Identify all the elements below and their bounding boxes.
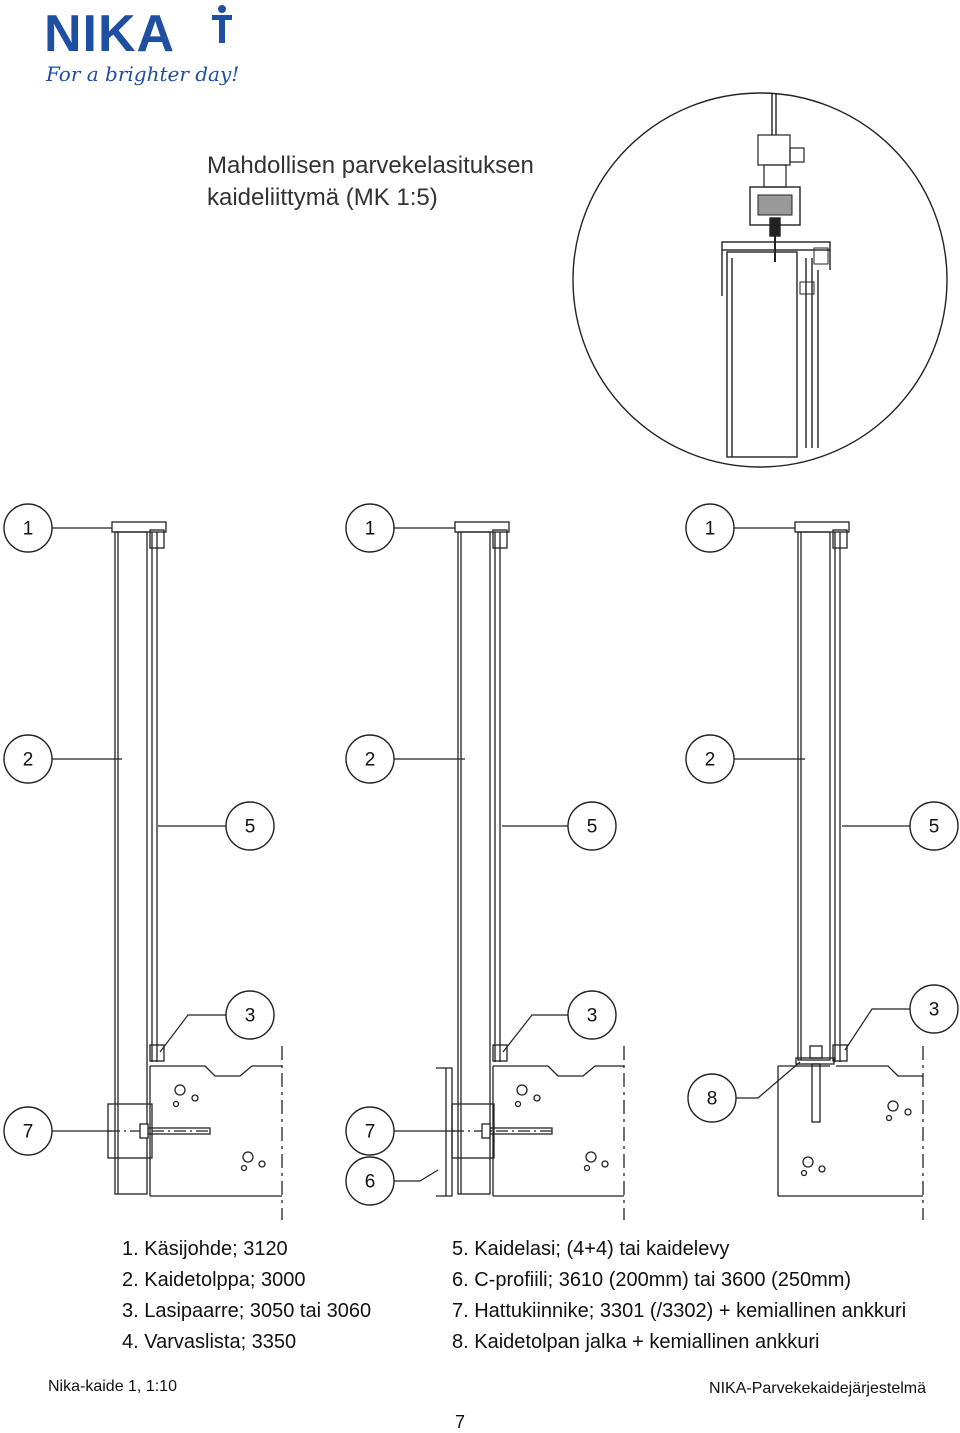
callout-label-3: 3 [929, 1000, 940, 1021]
callout-label-3: 3 [245, 1006, 256, 1027]
legend-item: 1. Käsijohde; 3120 [122, 1238, 288, 1260]
callout-label-1: 1 [705, 519, 716, 540]
title-line-2: kaideliittymä (MK 1:5) [207, 184, 438, 211]
page-number: 7 [455, 1412, 466, 1432]
callout-label-5: 5 [245, 817, 256, 838]
logo-figure-icon [212, 5, 232, 43]
callout-label-2: 2 [705, 750, 716, 771]
logo-tagline: For a brighter day! [46, 62, 240, 86]
callout-label-5: 5 [587, 817, 598, 838]
legend-item: 4. Varvaslista; 3350 [122, 1331, 297, 1353]
detail-circle [572, 92, 948, 468]
callout-label-3: 3 [587, 1006, 598, 1027]
section-2 [436, 521, 625, 1220]
callout-label-1: 1 [23, 519, 34, 540]
logo-wordmark: NIKA [44, 5, 176, 63]
legend-left: 1. Käsijohde; 3120 2. Kaidetolppa; 3000 … [122, 1234, 371, 1358]
callout-label-6: 6 [365, 1172, 376, 1193]
callout-label-2: 2 [23, 750, 34, 771]
legend-right: 5. Kaidelasi; (4+4) tai kaidelevy 6. C-p… [452, 1234, 906, 1358]
legend-item: 6. C-profiili; 3610 (200mm) tai 3600 (25… [452, 1269, 852, 1291]
callout-label-8: 8 [707, 1089, 718, 1110]
callout-label-7: 7 [23, 1122, 34, 1143]
callout-label-2: 2 [365, 750, 376, 771]
legend-item: 3. Lasipaarre; 3050 tai 3060 [122, 1300, 372, 1322]
legend-item: 7. Hattukiinnike; 3301 (/3302) + kemiall… [452, 1300, 907, 1322]
legend-item: 5. Kaidelasi; (4+4) tai kaidelevy [452, 1238, 730, 1260]
callout-label-7: 7 [365, 1122, 376, 1143]
drawing-title: Mahdollisen parvekelasituksen kaideliitt… [207, 150, 534, 214]
callout-label-5: 5 [929, 817, 940, 838]
section-1 [107, 521, 283, 1220]
title-line-1: Mahdollisen parvekelasituksen [207, 152, 534, 179]
nika-logo: NIKA For a brighter day! [44, 4, 244, 90]
footer-system-name: NIKA-Parvekekaidejärjestelmä [709, 1380, 926, 1397]
footer-drawing-name: Nika-kaide 1, 1:10 [48, 1378, 177, 1395]
section-3 [777, 521, 924, 1220]
callout-labels: 1 1 1 2 2 2 5 5 5 3 3 3 7 7 6 8 [23, 519, 940, 1193]
leader-lines [52, 527, 910, 1182]
legend-item: 2. Kaidetolppa; 3000 [122, 1269, 306, 1291]
legend-item: 8. Kaidetolpan jalka + kemiallinen ankku… [452, 1331, 820, 1353]
callout-label-1: 1 [365, 519, 376, 540]
